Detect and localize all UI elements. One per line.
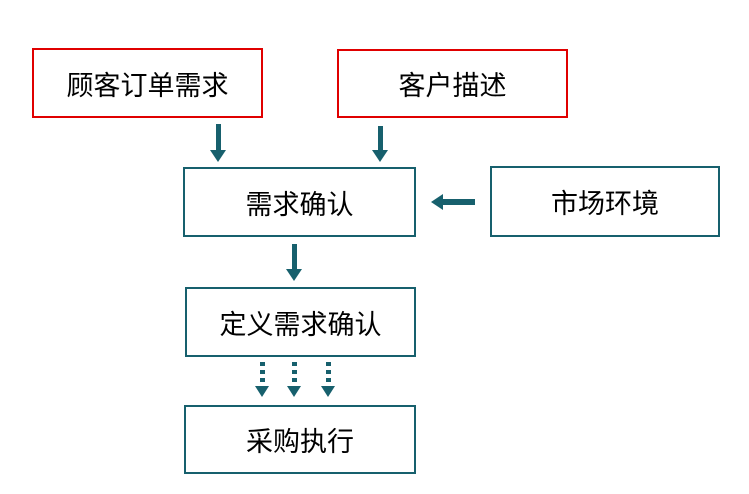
arrow-left-head-icon [431,194,443,210]
arrow-shaft [216,124,221,150]
node-customer-order-label: 顾客订单需求 [66,70,229,102]
arrow-shaft [292,244,297,269]
arrow-shaft [443,199,475,205]
arrow-down-head-icon [287,386,301,397]
arrow-down-head-icon [210,150,226,162]
node-customer-description: 客户描述 [337,49,568,118]
node-demand-confirmation-label: 需求确认 [245,189,354,221]
node-market-environment: 市场环境 [490,166,720,237]
node-market-environment-label: 市场环境 [551,189,659,220]
arrow-down-head-icon [321,386,335,397]
node-demand-confirmation: 需求确认 [183,167,416,237]
node-define-demand-confirmation-label: 定义需求确认 [219,309,382,341]
arrow-down-head-icon [372,150,388,162]
node-procurement-execution-label: 采购执行 [246,427,354,458]
node-procurement-execution: 采购执行 [184,405,416,474]
node-define-demand-confirmation: 定义需求确认 [185,287,416,357]
dotted-arrow-shaft [260,362,265,386]
node-customer-order: 顾客订单需求 [32,48,263,118]
arrow-down-head-icon [286,269,302,281]
arrow-down-head-icon [255,386,269,397]
dotted-arrow-shaft [326,362,331,386]
arrow-shaft [378,126,383,150]
dotted-arrow-shaft [292,362,297,386]
node-customer-description-label: 客户描述 [398,71,507,102]
